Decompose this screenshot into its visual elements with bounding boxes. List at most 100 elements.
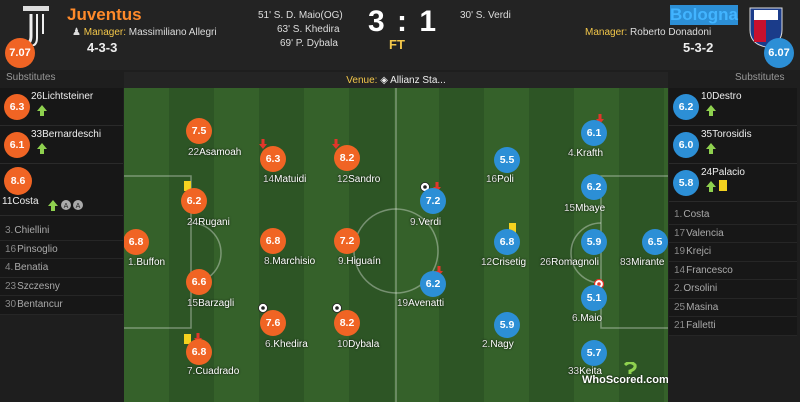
player-rating[interactable]: 6.2 xyxy=(420,271,446,297)
player-name: 1.Buffon xyxy=(128,257,165,268)
player-number: 19 xyxy=(397,298,409,309)
player-name-text: Maio xyxy=(580,313,603,324)
whoscored-logo-icon xyxy=(623,362,637,374)
player-name-text: Khedira xyxy=(273,339,308,350)
home-event: 51' S. D. Maio(OG) xyxy=(258,10,343,21)
away-unused-sub[interactable]: 1.Costa xyxy=(669,206,797,225)
away-unused-sub[interactable]: 21Falletti xyxy=(669,317,797,336)
away-sub-row[interactable]: 6.0 35Torosidis xyxy=(669,126,797,164)
home-subs-list: 6.3 26Lichtsteiner 6.1 33Bernardeschi 8.… xyxy=(0,88,123,315)
player-rating[interactable]: 5.7 xyxy=(581,340,607,366)
player-name-text: Benatia xyxy=(14,262,49,273)
player-rating[interactable]: 6.1 xyxy=(581,120,607,146)
player-name-text: Destro xyxy=(712,91,742,102)
svg-text:A: A xyxy=(64,203,69,210)
player-rating[interactable]: 6.8 xyxy=(124,229,149,255)
away-team-name[interactable]: Bologna xyxy=(670,5,738,25)
player-name: 24Rugani xyxy=(187,217,230,228)
player-rating[interactable]: 7.2 xyxy=(334,228,360,254)
player-rating[interactable]: 5.5 xyxy=(494,147,520,173)
away-formation: 5-3-2 xyxy=(683,40,714,55)
sub-in-arrow-icon xyxy=(706,181,716,192)
player-number: 14 xyxy=(263,174,275,185)
player-number: 4. xyxy=(568,148,577,159)
player-name: 22Asamoah xyxy=(188,147,241,158)
player-number: 9. xyxy=(338,256,347,267)
player-name-text: Matuidi xyxy=(274,174,307,185)
player-number: 21 xyxy=(674,320,686,331)
away-unused-sub[interactable]: 17Valencia xyxy=(669,225,797,243)
home-sub-row[interactable]: 6.1 33Bernardeschi xyxy=(0,126,123,164)
home-subs-title: Substitutes xyxy=(6,72,56,83)
player-rating[interactable]: 8.2 xyxy=(334,310,360,336)
home-unused-sub[interactable]: 4.Benatia xyxy=(0,259,123,278)
sub-in-arrow-icon xyxy=(706,143,716,154)
player-rating[interactable]: 6.2 xyxy=(181,188,207,214)
player-name-text: Dybala xyxy=(348,339,380,350)
venue-name: Allianz Sta... xyxy=(390,75,446,86)
player-rating[interactable]: 6.8 xyxy=(186,339,212,365)
away-sub-row[interactable]: 5.8 24Palacio xyxy=(669,164,797,202)
player-rating[interactable]: 7.6 xyxy=(260,310,286,336)
player-name: 16Poli xyxy=(486,174,514,185)
player-rating[interactable]: 6.6 xyxy=(186,269,212,295)
player-name: 9.Verdi xyxy=(410,217,441,228)
home-unused-sub[interactable]: 23Szczesny xyxy=(0,278,123,296)
home-sub-row[interactable]: 8.6 11Costa A A xyxy=(0,164,123,216)
player-name-text: Costa xyxy=(12,196,39,207)
sub-in-arrow-icon xyxy=(37,105,47,116)
away-unused-sub[interactable]: 2.Orsolini xyxy=(669,280,797,299)
player-number: 26 xyxy=(540,257,552,268)
sub-in-arrow-icon xyxy=(48,200,58,211)
yellow-card-icon xyxy=(509,223,516,233)
player-name-text: Verdi xyxy=(418,217,442,228)
away-unused-sub[interactable]: 14Francesco xyxy=(669,262,797,280)
player-rating[interactable]: 5.9 xyxy=(494,312,520,338)
player-rating[interactable]: 5.1 xyxy=(581,285,607,311)
player-number: 6. xyxy=(572,313,581,324)
player-number: 19 xyxy=(674,246,686,257)
player-number: 25 xyxy=(674,301,686,313)
home-unused-sub[interactable]: 30Bentancur xyxy=(0,296,123,315)
player-number: 83 xyxy=(620,257,632,268)
player-rating[interactable]: 6.8 xyxy=(260,228,286,254)
home-unused-sub[interactable]: 3.Chiellini xyxy=(0,222,123,241)
player-name-text: Lichtsteiner xyxy=(42,91,94,102)
player-name-text: Costa xyxy=(683,209,710,220)
away-unused-sub[interactable]: 25Masina xyxy=(669,299,797,317)
player-name-text: Masina xyxy=(686,301,719,313)
player-rating[interactable]: 8.2 xyxy=(334,145,360,171)
away-sub-row[interactable]: 6.2 10Destro xyxy=(669,88,797,126)
home-event: 63' S. Khedira xyxy=(277,24,340,35)
player-number: 2. xyxy=(674,283,683,294)
player-rating[interactable]: 7.2 xyxy=(420,188,446,214)
home-sub-row[interactable]: 6.3 26Lichtsteiner xyxy=(0,88,123,126)
player-rating[interactable]: 6.2 xyxy=(581,174,607,200)
player-rating[interactable]: 6.5 xyxy=(642,229,668,255)
player-number: 15 xyxy=(187,298,199,309)
player-number: 30 xyxy=(5,299,17,310)
away-manager-name: Roberto Donadoni xyxy=(630,27,712,38)
player-number: 17 xyxy=(674,227,686,239)
goal-ball-icon xyxy=(332,303,342,313)
player-rating[interactable]: 7.5 xyxy=(186,118,212,144)
player-rating[interactable]: 5.9 xyxy=(581,229,607,255)
away-unused-sub[interactable]: 19Krejci xyxy=(669,243,797,262)
player-number: 9. xyxy=(410,217,419,228)
player-name-text: Palacio xyxy=(712,167,745,178)
sub-in-arrow-icon xyxy=(37,143,47,154)
player-rating[interactable]: 6.3 xyxy=(260,146,286,172)
manager-label: Manager: xyxy=(585,27,628,38)
player-name-text: Orsolini xyxy=(683,283,718,294)
player-name: 9.Higuaín xyxy=(338,256,381,267)
player-rating[interactable]: 6.8 xyxy=(494,229,520,255)
player-name-text: Torosidis xyxy=(712,129,752,140)
player-name: 10Destro xyxy=(701,91,742,102)
assist-icon: A xyxy=(61,200,71,210)
player-name-text: Keita xyxy=(579,366,602,377)
home-team-name[interactable]: Juventus xyxy=(67,5,142,24)
away-subs-title: Substitutes xyxy=(735,72,785,83)
player-rating: 5.8 xyxy=(673,170,699,196)
home-unused-sub[interactable]: 16Pinsoglio xyxy=(0,241,123,259)
player-number: 2. xyxy=(482,339,491,350)
